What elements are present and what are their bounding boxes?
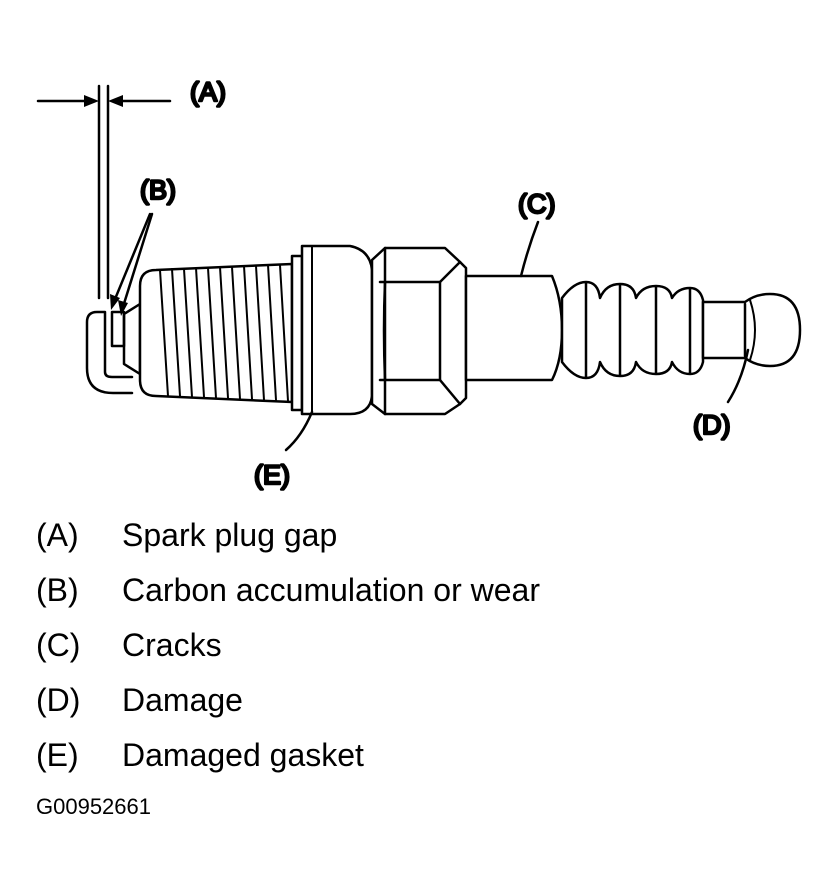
ribbed-insulator [560,280,705,380]
legend-text: Spark plug gap [122,517,338,553]
figure-code: G00952661 [36,794,151,819]
callout-b: (B) [140,175,176,205]
gap-dimension [36,84,172,300]
legend-key: (B) [36,572,79,608]
ground-electrode [85,310,134,395]
gasket [290,244,374,416]
legend-key: (E) [36,737,79,773]
legend-item-d: (D) Damage [36,673,540,728]
callout-c: (C) [518,189,555,219]
legend-text: Carbon accumulation or wear [122,572,540,608]
legend-item-a: (A) Spark plug gap [36,508,540,563]
spark-plug-diagram: (A) (B) (C) (D) (E) [36,76,802,491]
legend-item-e: (E) Damaged gasket [36,728,540,783]
legend: (A) Spark plug gap (B) Carbon accumulati… [36,508,540,783]
terminal [701,292,802,368]
leader-lines [110,212,750,452]
legend-key: (D) [36,682,81,718]
legend-text: Damaged gasket [122,737,364,773]
insulator-nose [122,302,142,376]
legend-key: (A) [36,517,79,553]
callout-d: (D) [693,410,730,440]
threaded-body [138,262,294,404]
hex-nut [370,246,468,416]
legend-item-b: (B) Carbon accumulation or wear [36,563,540,618]
callout-a: (A) [190,77,226,107]
legend-key: (C) [36,627,81,663]
callout-e: (E) [254,460,290,490]
legend-text: Damage [122,682,243,718]
upper-shell [464,274,564,382]
legend-text: Cracks [122,627,222,663]
center-electrode [110,310,126,348]
legend-item-c: (C) Cracks [36,618,540,673]
